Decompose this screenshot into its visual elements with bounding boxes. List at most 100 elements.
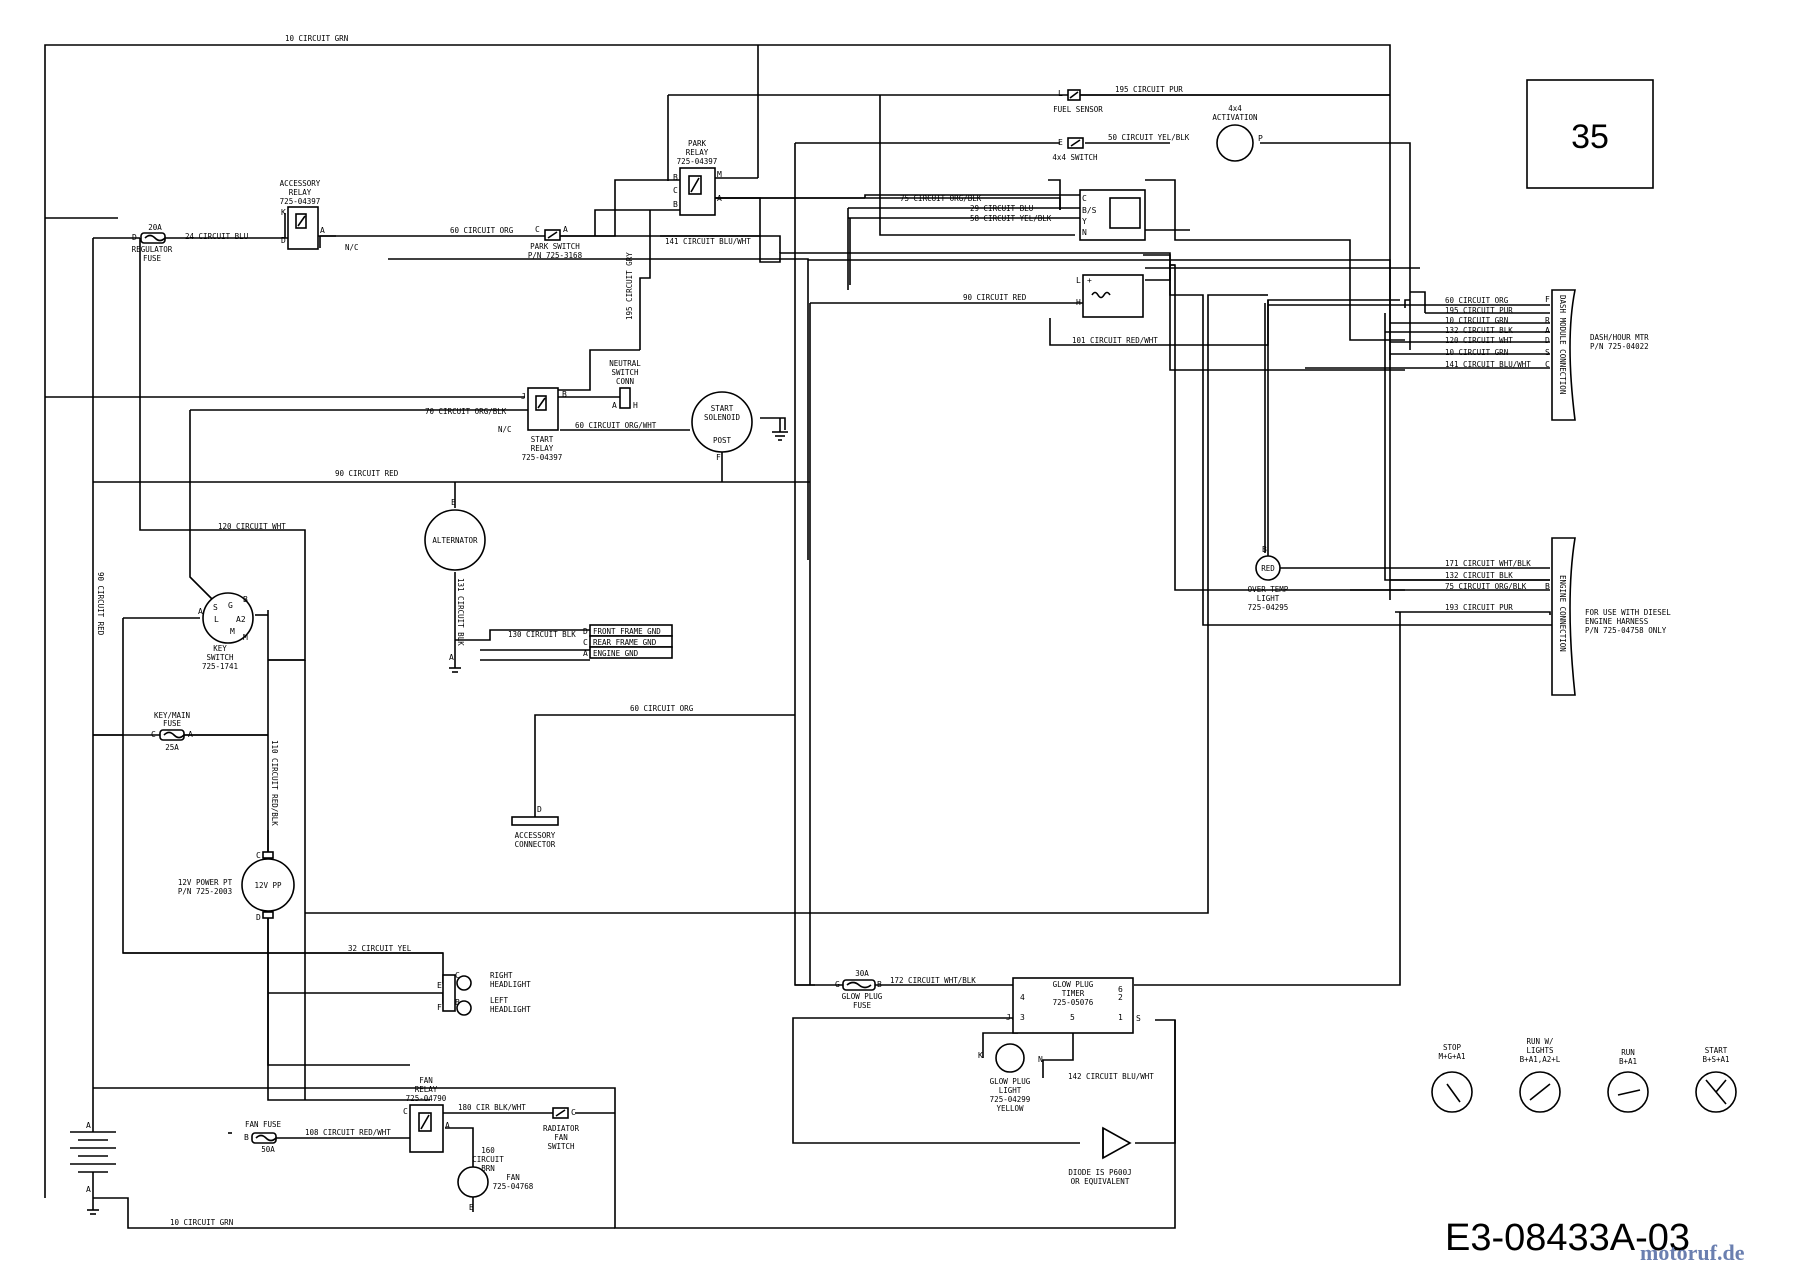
start-relay-line2: RELAY xyxy=(531,444,554,453)
over-temp-line3: 725-04295 xyxy=(1248,603,1289,612)
fan-motor: B 160 CIRCUIT BRN FAN 725-04768 xyxy=(457,1146,534,1212)
svg-text:Y: Y xyxy=(1082,217,1087,226)
wire-108-redwht: 108 CIRCUIT RED/WHT xyxy=(305,1128,391,1137)
svg-text:A: A xyxy=(86,1185,91,1194)
svg-text:B: B xyxy=(673,173,678,182)
ground-rear: REAR FRAME GND xyxy=(593,638,657,647)
svg-text:A: A xyxy=(198,607,203,616)
wire-50-yelblk: 50 CIRCUIT YEL/BLK xyxy=(1108,133,1190,142)
dash-wire-6: 10 CIRCUIT GRN xyxy=(1445,348,1508,357)
svg-text:A: A xyxy=(320,226,325,235)
ground-front: FRONT FRAME GND xyxy=(593,627,661,636)
accessory-relay-line2: RELAY xyxy=(289,188,312,197)
engine-wire-2: 132 CIRCUIT BLK xyxy=(1445,571,1513,580)
svg-text:J: J xyxy=(1006,1013,1011,1022)
dash-pin-1: F xyxy=(1545,295,1550,304)
svg-text:J: J xyxy=(521,392,526,401)
fan-line1: FAN xyxy=(506,1173,520,1182)
engine-wire-3: 75 CIRCUIT ORG/BLK xyxy=(1445,582,1527,591)
fuel-sensor-label: FUEL SENSOR xyxy=(1053,105,1103,114)
accessory-relay: K D A ACCESSORY RELAY 725-04397 N/C xyxy=(280,179,359,252)
fan-fuse: B FAN FUSE 50A xyxy=(244,1120,282,1154)
dash-wire-1: 60 CIRCUIT ORG xyxy=(1445,296,1509,305)
wire-24-blu: 24 CIRCUIT BLU xyxy=(185,232,248,241)
dash-module-connector: DASH MODULE CONNECTION DASH/HOUR MTR P/N… xyxy=(1551,289,1649,421)
key-main-fuse-line3: 25A xyxy=(165,743,179,752)
wire-120-wht: 120 CIRCUIT WHT xyxy=(218,522,286,531)
key-pos-stop-2: M+G+A1 xyxy=(1438,1052,1465,1061)
key-pos-run-lights: RUN W/ LIGHTS B+A1,A2+L xyxy=(1519,1037,1561,1113)
over-temp-light: RED B OVER TEMP LIGHT 725-04295 xyxy=(1248,545,1289,612)
svg-text:M: M xyxy=(230,627,235,636)
svg-text:N/C: N/C xyxy=(345,243,359,252)
svg-text:B: B xyxy=(244,1133,249,1142)
start-solenoid-line1: START xyxy=(711,404,734,413)
dash-hour-line2: P/N 725-04022 xyxy=(1590,342,1649,351)
glow-fuse-line1: GLOW PLUG xyxy=(842,992,883,1001)
svg-text:5: 5 xyxy=(1070,1013,1075,1022)
glow-light-line4: YELLOW xyxy=(996,1104,1024,1113)
fan-relay-line2: RELAY xyxy=(415,1085,438,1094)
svg-text:B: B xyxy=(243,595,248,604)
key-pos-start-1: START xyxy=(1705,1046,1728,1055)
dash-pin-3: R xyxy=(1545,316,1550,325)
key-switch: S L A2 G M A B M KEY SWITCH 725-1741 xyxy=(198,592,254,671)
fourwd-switch-label: 4x4 SWITCH xyxy=(1052,153,1098,162)
start-solenoid: START SOLENOID POST F xyxy=(691,391,753,462)
radiator-switch-line1: RADIATOR xyxy=(543,1124,580,1133)
svg-text:D: D xyxy=(281,236,286,245)
dash-wire-4: 132 CIRCUIT BLK xyxy=(1445,326,1513,335)
dash-pin-5: D xyxy=(1545,336,1550,345)
svg-text:A2: A2 xyxy=(236,615,246,624)
key-switch-line3: 725-1741 xyxy=(202,662,238,671)
glow-plug-timer: GLOW PLUG TIMER 725-05076 4 6 2 3 5 1 J … xyxy=(1006,977,1141,1034)
dash-wire-2: 195 CIRCUIT PUR xyxy=(1445,306,1513,315)
start-relay-line3: 725-04397 xyxy=(522,453,563,462)
accessory-connector: D ACCESSORY CONNECTOR xyxy=(511,805,559,849)
diesel-note-line3: P/N 725-04758 ONLY xyxy=(1585,626,1667,635)
neutral-switch: A H NEUTRAL SWITCH CONN xyxy=(609,359,641,410)
svg-text:E: E xyxy=(451,498,456,507)
dash-wire-3: 10 CIRCUIT GRN xyxy=(1445,316,1508,325)
wire-101-redwht: 101 CIRCUIT RED/WHT xyxy=(1072,336,1158,345)
svg-text:B: B xyxy=(1262,545,1267,554)
battery: A A xyxy=(70,1095,116,1198)
fan-relay-line3: 725-04790 xyxy=(406,1094,447,1103)
page-number-box: 35 xyxy=(1526,79,1654,189)
accessory-relay-line3: 725-04397 xyxy=(280,197,321,206)
svg-text:L: L xyxy=(1076,276,1081,285)
over-temp-line1: OVER TEMP xyxy=(1248,585,1289,594)
svg-text:C: C xyxy=(256,851,261,860)
wire-90-red-right: 90 CIRCUIT RED xyxy=(963,293,1027,302)
dash-wire-7: 141 CIRCUIT BLU/WHT xyxy=(1445,360,1531,369)
watermark-logo: motoruf.de xyxy=(1640,1240,1745,1265)
svg-text:3: 3 xyxy=(1020,1013,1025,1022)
wire-195-pur: 195 CIRCUIT PUR xyxy=(1115,85,1183,94)
svg-text:B: B xyxy=(469,1203,474,1212)
svg-text:6: 6 xyxy=(1118,985,1123,994)
start-relay: J B N/C START RELAY 725-04397 xyxy=(498,387,567,462)
radiator-switch-line3: SWITCH xyxy=(547,1142,575,1151)
wire-75-orgblk: 75 CIRCUIT ORG/BLK xyxy=(900,194,982,203)
svg-text:2: 2 xyxy=(1118,993,1123,1002)
key-pos-runl-1: RUN W/ xyxy=(1526,1037,1553,1046)
wire-10-grn-top: 10 CIRCUIT GRN xyxy=(285,34,348,43)
svg-text:C: C xyxy=(1082,194,1087,203)
fuel-sensor: L FUEL SENSOR xyxy=(1053,89,1103,114)
wire-110-redblk: 110 CIRCUIT RED/BLK xyxy=(270,740,279,826)
glow-fuse-rating: 30A xyxy=(855,969,869,978)
alternator: ALTERNATOR E A xyxy=(424,498,486,662)
glow-light-line1: GLOW PLUG xyxy=(990,1077,1031,1086)
glow-timer-line1: GLOW PLUG xyxy=(1053,980,1094,989)
headlight-line2: HEADLIGHT xyxy=(490,980,531,989)
svg-text:B: B xyxy=(455,998,460,1007)
park-relay: B C B M A PARK RELAY 725-04397 xyxy=(673,139,722,216)
glow-fuse-line2: FUSE xyxy=(853,1001,872,1010)
fourwd-activation: P 4x4 ACTIVATION xyxy=(1212,104,1263,162)
wire-172-whtblk: 172 CIRCUIT WHT/BLK xyxy=(890,976,976,985)
key-main-fuse-line2: FUSE xyxy=(163,719,182,728)
dash-pin-7: C xyxy=(1545,360,1550,369)
svg-text:E: E xyxy=(1058,138,1063,147)
diesel-note-line1: FOR USE WITH DIESEL xyxy=(1585,608,1671,617)
svg-text:G: G xyxy=(228,601,233,610)
